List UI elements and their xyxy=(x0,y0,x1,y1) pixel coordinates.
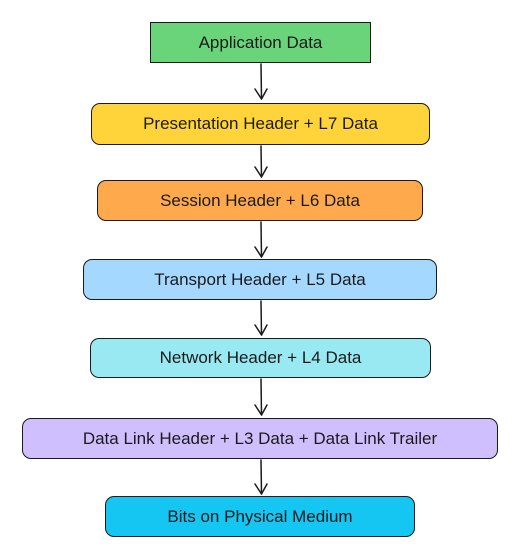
physical-medium-box: Bits on Physical Medium xyxy=(105,496,415,537)
presentation-header-box: Presentation Header + L7 Data xyxy=(91,103,430,145)
presentation-header-label: Presentation Header + L7 Data xyxy=(143,114,378,133)
network-header-box: Network Header + L4 Data xyxy=(90,338,431,378)
physical-medium-label: Bits on Physical Medium xyxy=(167,506,353,526)
transport-header-label: Transport Header + L5 Data xyxy=(154,269,366,289)
arrow-down-icon xyxy=(254,378,268,416)
data-link-header-label: Data Link Header + L3 Data + Data Link T… xyxy=(82,428,438,448)
arrow-4 xyxy=(251,300,271,337)
arrow-down-icon xyxy=(254,459,268,495)
arrow-down-icon xyxy=(254,145,268,178)
arrow-1 xyxy=(251,63,271,101)
arrow-3 xyxy=(251,221,271,259)
session-header-label: Session Header + L6 Data xyxy=(160,190,360,210)
arrow-down-icon xyxy=(254,221,268,258)
arrow-down-icon xyxy=(254,300,268,336)
arrow-2 xyxy=(251,145,271,179)
application-data-box: Application Data xyxy=(150,22,371,63)
session-header-box: Session Header + L6 Data xyxy=(97,180,423,221)
data-link-header-box: Data Link Header + L3 Data + Data Link T… xyxy=(22,418,498,459)
arrow-6 xyxy=(251,459,271,496)
application-data-label: Application Data xyxy=(198,32,323,52)
network-header-label: Network Header + L4 Data xyxy=(159,348,362,367)
arrow-down-icon xyxy=(254,63,268,100)
transport-header-box: Transport Header + L5 Data xyxy=(83,259,437,300)
arrow-5 xyxy=(251,378,271,417)
